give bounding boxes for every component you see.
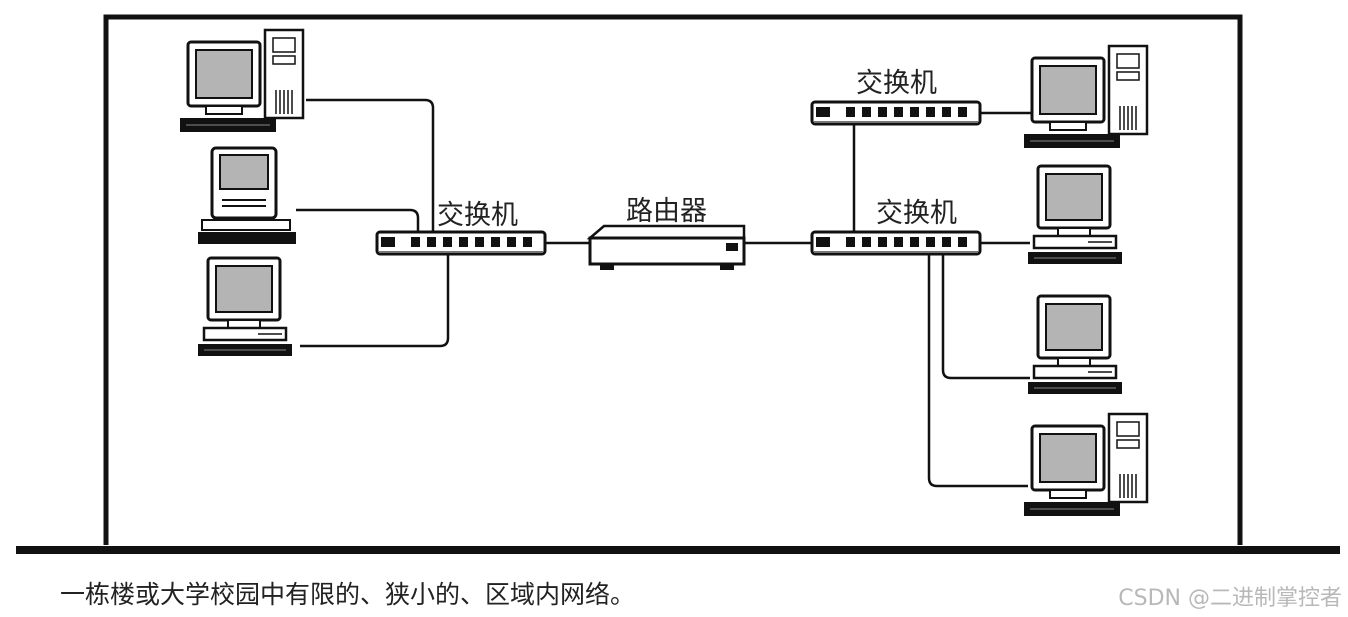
computer-right-1 — [1022, 44, 1149, 150]
computer-left-2 — [196, 146, 298, 246]
computer-left-3 — [196, 256, 294, 358]
computer-right-2 — [1026, 164, 1124, 266]
router — [586, 224, 746, 270]
computer-left-1 — [178, 28, 305, 134]
computer-right-4 — [1022, 412, 1149, 518]
switch-bottom-right — [810, 230, 982, 256]
switch-left — [375, 230, 547, 256]
diagram-caption: 一栋楼或大学校园中有限的、狭小的、区域内网络。 — [60, 580, 636, 609]
switch-bottom-right-label: 交换机 — [876, 198, 957, 229]
cables — [296, 98, 1036, 488]
watermark: CSDN @二进制掌控者 — [1118, 586, 1342, 611]
switch-top-right-label: 交换机 — [856, 68, 937, 99]
router-label: 路由器 — [626, 196, 707, 227]
building-outline — [103, 14, 1243, 545]
switch-top-right — [810, 100, 982, 126]
computer-right-3 — [1026, 294, 1124, 396]
switch-left-label: 交换机 — [437, 200, 518, 231]
